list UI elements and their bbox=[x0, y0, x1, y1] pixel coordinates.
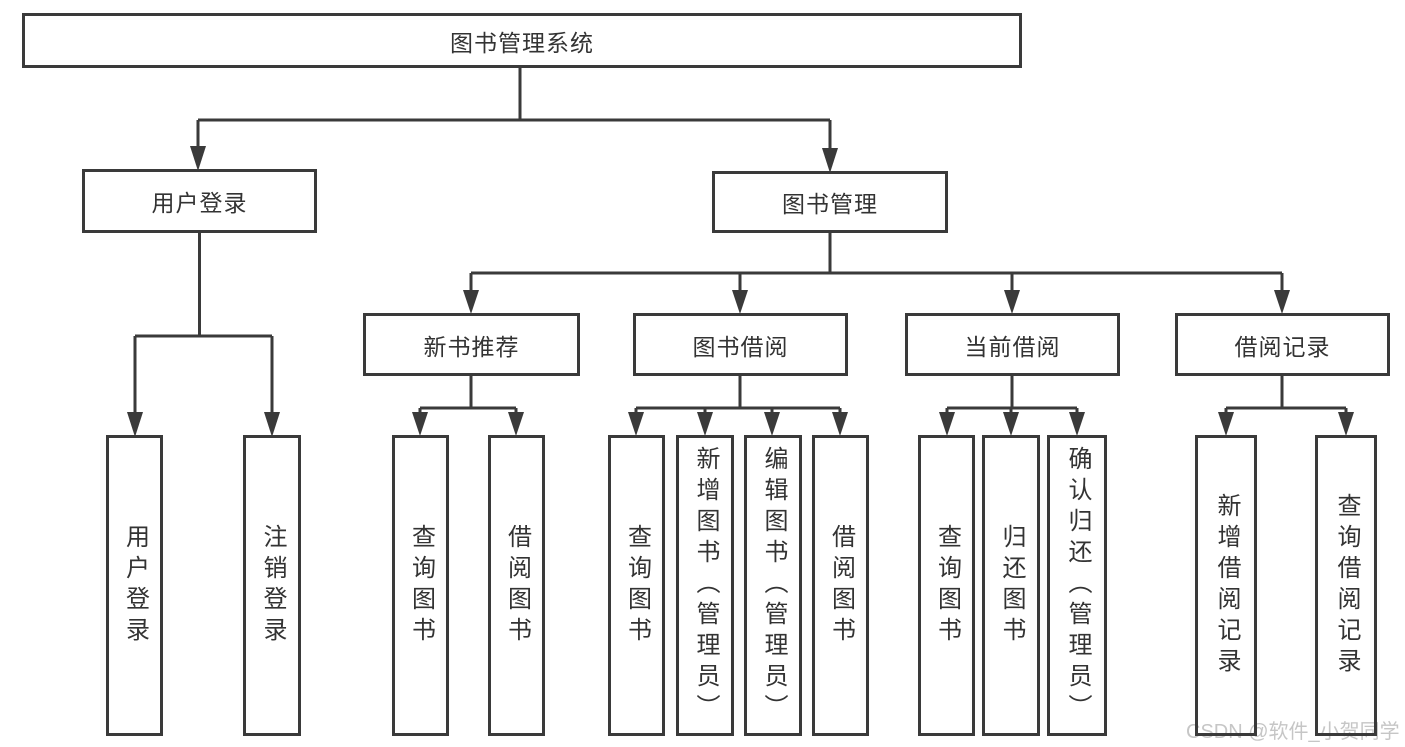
leaf-current-confirm: 确认归还（管理员） bbox=[1047, 435, 1107, 736]
leaf-borrow-borrow: 借阅图书 bbox=[812, 435, 869, 736]
leaf-borrow-add: 新增图书（管理员） bbox=[676, 435, 734, 736]
leaf-logout: 注销登录 bbox=[243, 435, 301, 736]
leaf-newbook-query: 查询图书 bbox=[392, 435, 449, 736]
node-current-borrow: 当前借阅 bbox=[905, 313, 1120, 376]
leaf-user-login: 用户登录 bbox=[106, 435, 163, 736]
leaf-user-login-label: 用户登录 bbox=[121, 523, 149, 648]
csdn-watermark: CSDN @软件_小贺同学 bbox=[1186, 721, 1400, 743]
leaf-newbook-borrow: 借阅图书 bbox=[488, 435, 545, 736]
node-root-label: 图书管理系统 bbox=[450, 29, 594, 56]
leaf-current-confirm-label: 确认归还（管理员） bbox=[1064, 446, 1091, 725]
connector-current-borrow-to-leaves bbox=[939, 376, 1085, 436]
node-root: 图书管理系统 bbox=[22, 13, 1022, 68]
connector-new-book-to-leaves bbox=[412, 376, 524, 436]
leaf-borrow-query: 查询图书 bbox=[608, 435, 665, 736]
leaf-records-query-label: 查询借阅记录 bbox=[1333, 492, 1360, 679]
node-book-mgmt: 图书管理 bbox=[712, 171, 948, 233]
connector-user-login-to-leaves bbox=[127, 233, 280, 437]
leaf-borrow-borrow-label: 借阅图书 bbox=[827, 523, 855, 648]
leaf-borrow-add-label: 新增图书（管理员） bbox=[692, 446, 719, 725]
leaf-current-query-label: 查询图书 bbox=[933, 523, 961, 648]
leaf-records-query: 查询借阅记录 bbox=[1315, 435, 1377, 736]
node-book-borrow-label: 图书借阅 bbox=[692, 333, 789, 360]
connector-book-borrow-to-leaves bbox=[628, 376, 848, 436]
leaf-current-return-label: 归还图书 bbox=[998, 523, 1025, 648]
connector-book-mgmt-to-groups bbox=[463, 233, 1290, 314]
leaf-borrow-query-label: 查询图书 bbox=[623, 523, 651, 648]
leaf-borrow-edit-label: 编辑图书（管理员） bbox=[760, 446, 787, 725]
leaf-borrow-edit: 编辑图书（管理员） bbox=[744, 435, 802, 736]
node-book-mgmt-label: 图书管理 bbox=[782, 191, 878, 217]
leaf-records-add-label: 新增借阅记录 bbox=[1213, 492, 1240, 679]
node-new-book-rec-label: 新书推荐 bbox=[423, 333, 520, 360]
leaf-newbook-query-label: 查询图书 bbox=[407, 523, 435, 648]
node-borrow-records: 借阅记录 bbox=[1175, 313, 1390, 376]
leaf-current-return: 归还图书 bbox=[982, 435, 1040, 736]
node-new-book-rec: 新书推荐 bbox=[363, 313, 580, 376]
leaf-records-add: 新增借阅记录 bbox=[1195, 435, 1257, 736]
leaf-logout-label: 注销登录 bbox=[259, 523, 286, 648]
connector-root-to-level2 bbox=[190, 68, 838, 173]
node-user-login-label: 用户登录 bbox=[151, 190, 248, 216]
node-book-borrow: 图书借阅 bbox=[633, 313, 848, 376]
leaf-newbook-borrow-label: 借阅图书 bbox=[503, 523, 531, 648]
leaf-current-query: 查询图书 bbox=[918, 435, 975, 736]
node-user-login: 用户登录 bbox=[82, 169, 317, 233]
node-current-borrow-label: 当前借阅 bbox=[964, 333, 1061, 360]
node-borrow-records-label: 借阅记录 bbox=[1234, 333, 1331, 360]
connector-borrow-records-to-leaves bbox=[1218, 376, 1354, 436]
